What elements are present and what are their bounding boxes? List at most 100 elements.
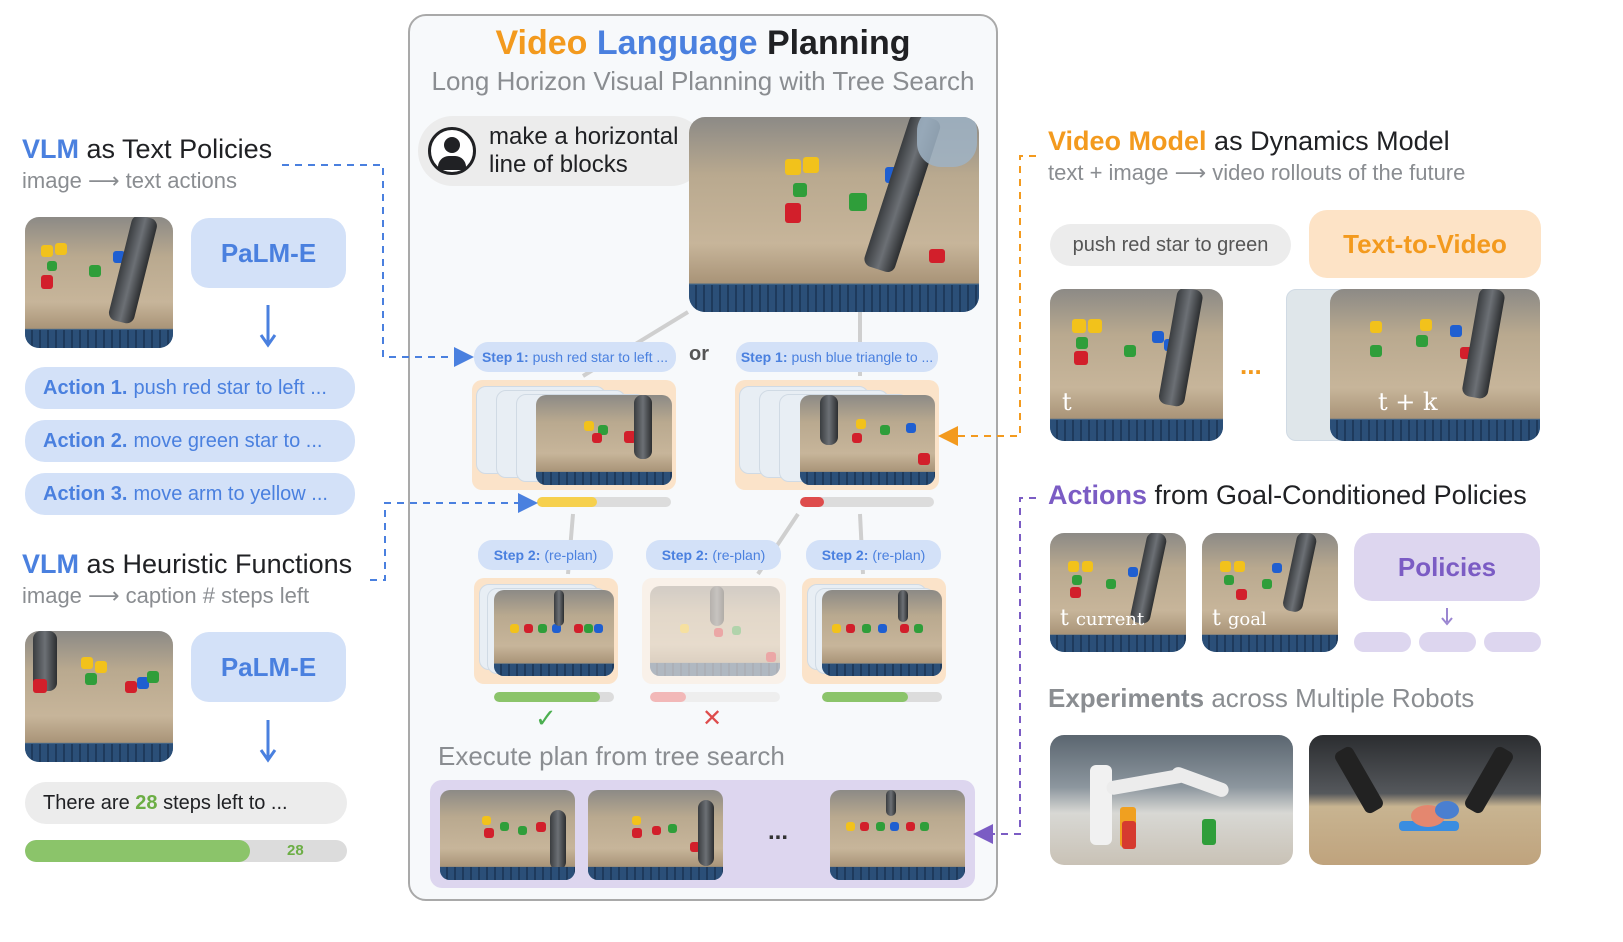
action-token-2 — [1419, 632, 1476, 652]
execute-ellipsis: ... — [768, 818, 789, 845]
step2b-bold: Step 2: — [661, 547, 709, 563]
action-3-text: move arm to yellow ... — [133, 482, 328, 505]
heuristic-vlm: VLM — [22, 549, 79, 579]
text-policies-subtitle: image ⟶ text actions — [22, 168, 237, 193]
step2c-value-fill — [822, 692, 909, 702]
title-language: Language — [596, 24, 758, 62]
text-policies-title: VLM as Text Policies — [22, 134, 272, 165]
step1a-video-frame — [536, 395, 672, 485]
title-planning: Planning — [766, 24, 911, 62]
steps-left-number: 28 — [135, 791, 158, 814]
step2a-value-bar — [494, 692, 614, 702]
experiments-rest: across Multiple Robots — [1211, 683, 1475, 713]
prompt-line-2: line of blocks — [489, 151, 628, 178]
heuristic-value-label: 28 — [287, 842, 304, 859]
step1a-bold: Step 1: — [481, 349, 529, 365]
dynamics-title: Video Model as Dynamics Model — [1048, 126, 1450, 157]
step2-pill-b: Step 2: (re-plan) — [646, 540, 781, 570]
policies-arrow-icon — [1441, 608, 1453, 626]
label-t-plus-k: t + k — [1378, 388, 1438, 416]
policies-box: Policies — [1354, 533, 1540, 601]
label-t-goal: t goal — [1212, 606, 1267, 631]
step2a-value-fill — [494, 692, 600, 702]
execute-frame-1 — [440, 790, 575, 880]
step2c-video-frame — [822, 590, 942, 676]
goal-frame-image — [1202, 533, 1338, 652]
step1a-value-fill — [537, 497, 598, 507]
step1b-text: push blue triangle to ... — [791, 349, 934, 365]
text-policies-rest: as Text Policies — [86, 134, 273, 164]
execute-label: Execute plan from tree search — [438, 741, 785, 771]
robot-photo-kitchen — [1050, 735, 1293, 865]
robot-photo-dual-arm — [1309, 735, 1541, 865]
experiments-title: Experiments across Multiple Robots — [1048, 683, 1474, 714]
step1-option-a: Step 1: push red star to left ... — [474, 342, 676, 372]
action-token-3 — [1484, 632, 1541, 652]
action-3-bold: Action 3. — [43, 482, 128, 505]
action-2-pill: Action 2. move green star to ... — [25, 420, 355, 462]
step2b-video-frame — [650, 586, 780, 676]
check-icon: ✓ — [535, 703, 557, 733]
heuristic-value-bar: 28 — [25, 840, 347, 862]
arrow-down-icon — [259, 305, 277, 348]
heuristic-rest: as Heuristic Functions — [86, 549, 353, 579]
step2b-video-stack — [642, 578, 786, 684]
cross-icon: ✕ — [702, 705, 723, 732]
execute-frame-final — [830, 790, 965, 880]
step2c-text: (re-plan) — [872, 547, 926, 563]
step2b-value-fill — [650, 692, 687, 702]
step1b-value-fill — [800, 497, 825, 507]
step1b-video-frame — [800, 395, 935, 485]
step2-pill-a: Step 2: (re-plan) — [478, 540, 613, 570]
action-3-pill: Action 3. move arm to yellow ... — [25, 473, 355, 515]
experiments-bold: Experiments — [1048, 683, 1205, 713]
step2a-bold: Step 2: — [493, 547, 541, 563]
steps-left-pre: There are — [43, 791, 130, 814]
rollout-ellipsis: ... — [1240, 350, 1262, 380]
steps-left-caption: There are 28 steps left to ... — [25, 782, 347, 824]
t-current-sub: current — [1075, 609, 1145, 630]
arrow-down-icon-2 — [259, 720, 277, 763]
step2b-value-bar — [650, 692, 780, 702]
step1b-value-bar — [800, 497, 934, 507]
palm-e-box-1: PaLM-E — [191, 218, 346, 288]
step2c-bold: Step 2: — [821, 547, 869, 563]
heuristic-subtitle: image ⟶ caption # steps left — [22, 583, 310, 608]
push-prompt: push red star to green — [1050, 224, 1291, 266]
current-frame-image — [1050, 533, 1186, 652]
step1-option-b: Step 1: push blue triangle to ... — [736, 342, 938, 372]
actions-bold: Actions — [1048, 480, 1148, 510]
title-video: Video — [495, 24, 588, 62]
dynamics-bold: Video Model — [1048, 126, 1207, 156]
user-icon — [428, 127, 476, 175]
video-frame-t — [1050, 289, 1223, 441]
actions-rest: from Goal-Conditioned Policies — [1154, 480, 1527, 510]
action-1-bold: Action 1. — [43, 376, 128, 399]
initial-scene-image — [689, 117, 979, 312]
action-1-pill: Action 1. push red star to left ... — [25, 367, 355, 409]
actions-title: Actions from Goal-Conditioned Policies — [1048, 480, 1527, 511]
action-2-bold: Action 2. — [43, 429, 128, 452]
step1a-value-bar — [537, 497, 671, 507]
heuristic-title: VLM as Heuristic Functions — [22, 549, 352, 580]
step2a-video-frame — [494, 590, 614, 676]
text-to-video-box: Text-to-Video — [1309, 210, 1541, 278]
action-2-text: move green star to ... — [133, 429, 323, 452]
t-goal-t: t — [1212, 606, 1221, 631]
dynamics-rest: as Dynamics Model — [1214, 126, 1450, 156]
text-policy-scene-image — [25, 217, 173, 348]
step2-pill-c: Step 2: (re-plan) — [806, 540, 941, 570]
text-policies-vlm: VLM — [22, 134, 79, 164]
palm-e-box-2: PaLM-E — [191, 632, 346, 702]
prompt-text: make a horizontal line of blocks — [489, 123, 678, 179]
action-1-text: push red star to left ... — [133, 376, 327, 399]
video-frame-t-plus-k — [1330, 289, 1540, 441]
center-subtitle: Long Horizon Visual Planning with Tree S… — [431, 66, 975, 96]
action-token-1 — [1354, 632, 1411, 652]
dynamics-subtitle: text + image ⟶ video rollouts of the fut… — [1048, 160, 1466, 185]
step1b-bold: Step 1: — [740, 349, 788, 365]
label-t-current: t current — [1060, 606, 1144, 631]
step2a-text: (re-plan) — [544, 547, 598, 563]
center-title: Video Language Planning — [408, 24, 998, 63]
